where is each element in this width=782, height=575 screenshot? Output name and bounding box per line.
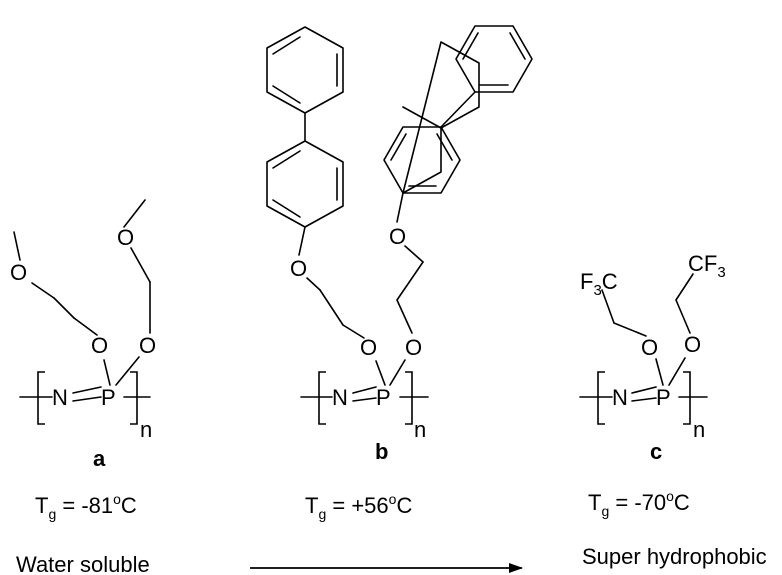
biphenyl-bond xyxy=(440,91,476,128)
ring-guide xyxy=(402,41,480,194)
atom-nitrogen: N xyxy=(612,385,628,410)
c-c-bond xyxy=(53,297,75,319)
atom-oxygen: O xyxy=(389,224,406,249)
bracket-left xyxy=(318,371,326,425)
ring-double-bond xyxy=(272,199,301,218)
c-o-bond xyxy=(306,277,321,291)
bracket-left xyxy=(37,371,45,425)
c-c-bond xyxy=(396,261,424,301)
caption-super-hydrophobic: Super hydrophobic xyxy=(582,544,767,569)
polymer-b-structure: N P O O O O n xyxy=(266,25,533,442)
group-trifluoromethyl-right: CF3 xyxy=(688,251,726,281)
atom-oxygen: O xyxy=(360,335,377,360)
bracket-left xyxy=(597,371,605,425)
caption-water-soluble: Water soluble xyxy=(16,552,150,575)
o-c-bond xyxy=(73,317,98,336)
c-o-bond xyxy=(31,282,55,299)
double-bond-upper xyxy=(352,386,377,394)
atom-phosphorus: P xyxy=(376,385,391,410)
double-bond-lower xyxy=(352,397,377,402)
double-bond-upper xyxy=(72,386,102,394)
ring-double-bond xyxy=(436,133,453,161)
polymer-a-structure: N P O O O O n xyxy=(10,199,156,442)
ring-double-bond xyxy=(272,85,301,104)
tg-value-b: Tg = +56oC xyxy=(305,491,412,522)
bracket-right xyxy=(683,371,691,425)
atom-oxygen: O xyxy=(641,335,658,360)
atom-nitrogen: N xyxy=(332,385,348,410)
o-ch3-bond xyxy=(123,199,146,228)
ring-double-bond xyxy=(462,32,479,60)
ring-double-bond xyxy=(509,32,526,60)
p-o-bond xyxy=(115,356,140,386)
atom-oxygen: O xyxy=(405,335,422,360)
repeat-index: n xyxy=(140,417,152,442)
atom-phosphorus: P xyxy=(101,385,116,410)
atom-phosphorus: P xyxy=(656,385,671,410)
atom-oxygen: O xyxy=(290,256,307,281)
o-aryl-bond xyxy=(298,226,306,256)
p-o-bond xyxy=(103,359,111,386)
double-bond-upper xyxy=(631,386,657,394)
o-c-bond xyxy=(396,299,413,334)
p-o-bond xyxy=(668,357,686,386)
benzene-ring xyxy=(266,140,344,228)
ring-double-bond xyxy=(272,150,301,169)
polymer-c-structure: N P O O F3C CF3 n xyxy=(579,251,726,442)
polymer-label-c: c xyxy=(650,439,662,464)
o-c-bond xyxy=(613,322,647,337)
polymer-label-a: a xyxy=(93,446,106,471)
c-cf3-bond xyxy=(675,273,694,301)
tg-value-c: Tg = -70oC xyxy=(588,488,690,519)
o-ch3-bond xyxy=(13,231,21,261)
group-trifluoromethyl-left: F3C xyxy=(580,269,618,299)
ring-double-bond xyxy=(390,133,407,161)
o-c-bond xyxy=(675,299,691,334)
polymer-label-b: b xyxy=(375,439,388,464)
benzene-ring xyxy=(266,26,344,114)
atom-oxygen: O xyxy=(139,333,156,358)
c-o-bond xyxy=(404,245,424,263)
atom-nitrogen: N xyxy=(52,385,68,410)
bracket-right xyxy=(405,371,413,425)
p-o-bond xyxy=(389,359,406,386)
p-o-bond xyxy=(655,358,664,386)
o-aryl-bond xyxy=(396,192,404,223)
atom-oxygen: O xyxy=(684,332,701,357)
atom-oxygen: O xyxy=(91,333,108,358)
double-bond-lower xyxy=(631,397,657,402)
ring-double-bond xyxy=(272,36,301,55)
atom-oxygen: O xyxy=(117,225,134,250)
double-bond-lower xyxy=(72,396,102,402)
atom-oxygen: O xyxy=(10,260,27,285)
o-c-bond xyxy=(342,324,365,339)
repeat-index: n xyxy=(693,417,705,442)
benzene-ring xyxy=(455,25,533,93)
c-c-bond xyxy=(319,289,344,326)
p-o-bond xyxy=(375,360,386,386)
repeat-index: n xyxy=(414,417,426,442)
bracket-right xyxy=(130,371,138,425)
c-c-bond xyxy=(130,247,151,283)
c-cf3-bond xyxy=(601,289,615,324)
tg-value-a: Tg = -81oC xyxy=(35,491,137,522)
